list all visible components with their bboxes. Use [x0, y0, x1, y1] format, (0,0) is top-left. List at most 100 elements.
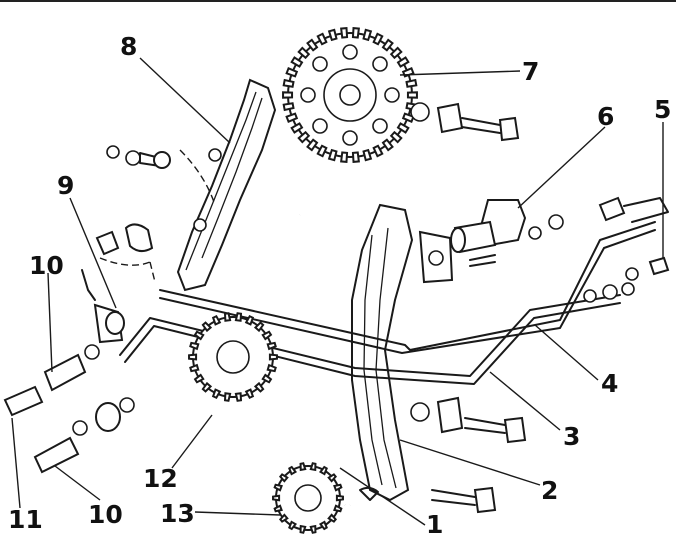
callout-5: 5: [654, 95, 671, 124]
sprocket-tooth: [234, 312, 243, 322]
camshaft-sprocket: [282, 27, 418, 163]
sprocket-tooth: [299, 462, 307, 472]
sprocket-tooth: [389, 46, 403, 60]
callout-13: 13: [160, 499, 195, 528]
sprocket-tooth: [273, 504, 283, 513]
oil-pipe-union-lower: [33, 397, 135, 474]
sprocket-tooth: [299, 524, 307, 534]
sprocket-tooth: [278, 473, 289, 483]
sprocket-tooth: [362, 148, 373, 162]
sprocket-tooth: [340, 151, 349, 163]
sprocket-tooth: [253, 381, 265, 393]
sprocket-tooth: [333, 483, 343, 492]
sensor-fitting: [3, 385, 44, 417]
sprocket-tooth: [244, 388, 255, 400]
callout-12: 12: [143, 464, 178, 493]
sprocket-tooth: [223, 392, 232, 402]
sprocket-tooth: [288, 520, 298, 531]
sprocket-tooth: [261, 330, 273, 341]
upper-chain-guide: [176, 78, 277, 292]
sprocket-tooth: [288, 465, 298, 476]
sprocket-tooth: [351, 151, 360, 163]
chain-tensioner: [418, 199, 564, 284]
sprocket-tooth: [372, 32, 384, 46]
sprocket-tooth: [201, 381, 213, 393]
callout-9: 9: [57, 171, 74, 200]
sprocket-tooth: [273, 483, 283, 492]
chain-tensioner-rail: [351, 203, 414, 502]
callout-10-upper: 10: [29, 251, 64, 280]
sprocket-tooth: [244, 314, 255, 326]
sprocket-tooth: [282, 91, 294, 99]
sprocket-tooth: [253, 321, 265, 333]
callout-7: 7: [522, 57, 539, 86]
crankshaft-sprocket-teeth: [272, 462, 344, 534]
callout-2: 2: [541, 476, 558, 505]
sprocket-tooth: [381, 138, 394, 152]
crankshaft-sprocket: [275, 465, 379, 531]
sprocket-tooth: [290, 122, 304, 134]
sprocket-tooth: [297, 46, 311, 60]
sprocket-tooth: [285, 66, 299, 78]
oil-pipe-banjo-bolt: [598, 196, 670, 276]
sprocket-tooth: [297, 130, 311, 144]
sprocket-tooth: [266, 363, 277, 373]
callout-10-lower: 10: [88, 500, 123, 529]
sprocket-tooth: [316, 32, 328, 46]
sprocket-tooth: [285, 112, 299, 124]
callout-labels: 1 2 3 4 5 6 7 8 9 10 10 11 12 13: [8, 32, 671, 539]
sprocket-bolts: [410, 102, 527, 514]
sprocket-tooth: [327, 513, 338, 523]
sprocket-tooth: [309, 524, 317, 534]
intermediate-sprocket-teeth: [188, 312, 278, 402]
sprocket-tooth: [193, 330, 205, 341]
sprocket-tooth: [389, 130, 403, 144]
guide-bolt: [106, 145, 171, 169]
sprocket-tooth: [351, 27, 360, 39]
sprocket-tooth: [306, 138, 319, 152]
oil-pipe-union-upper: [43, 269, 125, 392]
oil-feed-pipes: [119, 221, 656, 385]
timing-chain: [292, 179, 354, 507]
callout-4: 4: [601, 369, 618, 398]
sprocket-tooth: [333, 504, 343, 513]
sprocket-tooth: [405, 78, 418, 88]
sprocket-tooth: [318, 465, 328, 476]
sprocket-tooth: [272, 494, 281, 502]
sprocket-tooth: [309, 462, 317, 472]
sprocket-tooth: [223, 312, 232, 322]
callout-11: 11: [8, 505, 43, 534]
sprocket-tooth: [340, 27, 349, 39]
sprocket-tooth: [268, 353, 278, 361]
sprocket-tooth: [282, 102, 295, 112]
callout-6: 6: [597, 102, 614, 131]
sprocket-tooth: [316, 144, 328, 158]
sprocket-tooth: [406, 91, 418, 99]
callout-3: 3: [563, 422, 580, 451]
sprocket-tooth: [381, 38, 394, 52]
sprocket-tooth: [327, 28, 338, 42]
sprocket-tooth: [211, 314, 222, 326]
callout-1: 1: [426, 510, 443, 539]
sprocket-tooth: [306, 38, 319, 52]
sprocket-tooth: [188, 353, 198, 361]
sprocket-tooth: [261, 373, 273, 384]
sprocket-tooth: [318, 520, 328, 531]
sprocket-tooth: [189, 341, 200, 351]
sprocket-tooth: [362, 28, 373, 42]
leader-lines: [11, 57, 664, 526]
sprocket-tooth: [335, 494, 344, 502]
sprocket-tooth: [327, 473, 338, 483]
sprocket-tooth: [201, 321, 213, 333]
sprocket-tooth: [327, 148, 338, 162]
callout-8: 8: [120, 32, 137, 61]
sprocket-tooth: [401, 112, 415, 124]
sprocket-tooth: [278, 513, 289, 523]
sprocket-tooth: [193, 373, 205, 384]
sprocket-tooth: [372, 144, 384, 158]
sprocket-tooth: [396, 56, 410, 68]
retaining-clips: [95, 223, 156, 283]
sprocket-tooth: [396, 122, 410, 134]
sprocket-tooth: [266, 341, 277, 351]
